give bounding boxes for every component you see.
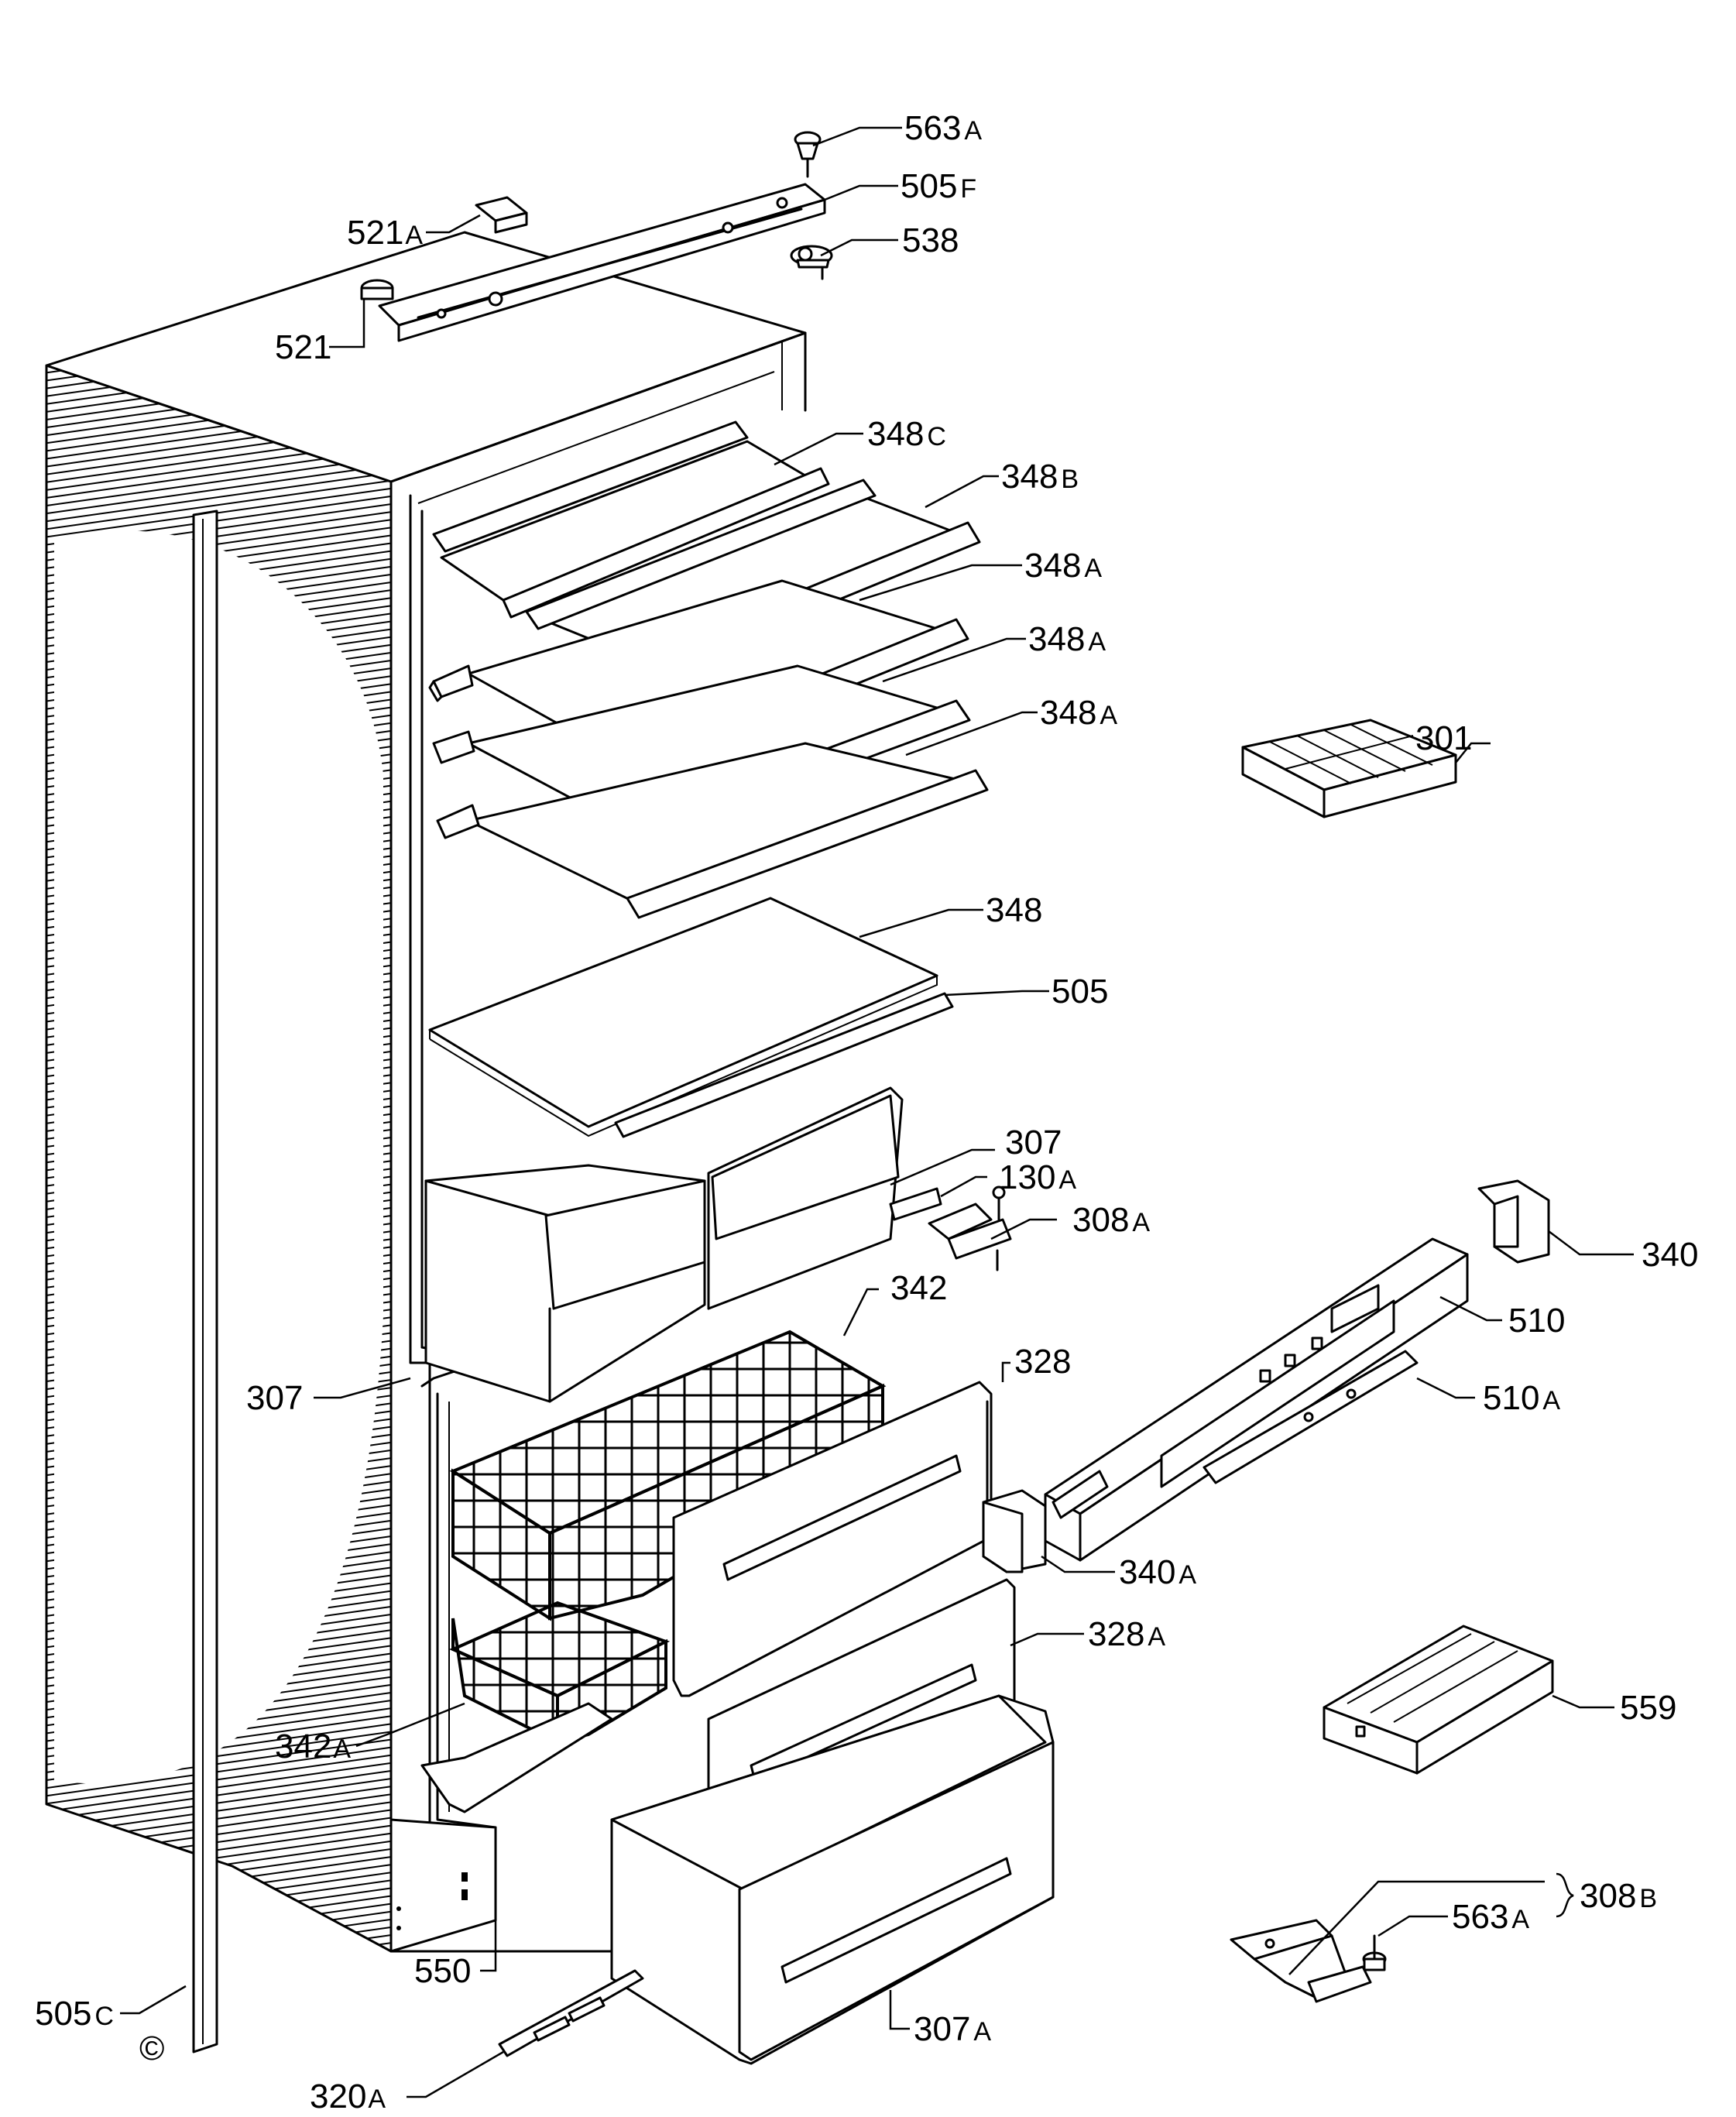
- crisper-drawer-left: [424, 1164, 706, 1403]
- screw-563a-top: [794, 131, 822, 178]
- callout-538: 538: [902, 221, 959, 259]
- callout-301: 301: [1415, 719, 1472, 757]
- callout-521: 521: [275, 328, 331, 366]
- front-trim-505: [614, 992, 954, 1138]
- leader-lines: [120, 126, 1634, 2098]
- cover-cap-521a: [475, 196, 528, 234]
- callout-348: 348: [986, 891, 1042, 929]
- door-seal-strip: [192, 510, 218, 2054]
- ice-cube-tray-301: [1241, 719, 1457, 818]
- callout-328: 328: [1014, 1343, 1071, 1381]
- drawer-front-328: [672, 1381, 993, 1697]
- callout-510: 510: [1508, 1302, 1565, 1340]
- callout-320a: 320A: [310, 2078, 386, 2115]
- cover-cap-521: [360, 279, 394, 300]
- callout-340: 340: [1642, 1236, 1698, 1274]
- wire-basket-342a: [449, 1601, 671, 1745]
- callout-307-left: 307: [246, 1379, 303, 1417]
- control-panel-510: [1044, 1237, 1469, 1562]
- callout-307-right: 307: [1005, 1124, 1062, 1161]
- screw-563a-bottom: [1362, 1934, 1387, 1971]
- callout-342: 342: [890, 1269, 947, 1307]
- end-cap-340a: [982, 1489, 1047, 1573]
- bottom-hinge-308b: [1230, 1919, 1372, 2003]
- copyright-mark: ©: [139, 2030, 164, 2067]
- butter-tray-559: [1323, 1625, 1554, 1775]
- glass-shelf-348a-3: [436, 742, 989, 919]
- hinge-308a: [928, 1185, 1012, 1271]
- crisper-drawer-right: [707, 1086, 904, 1310]
- callout-521a: 521A: [347, 214, 423, 252]
- hinge-rail-320a: [498, 1969, 644, 2057]
- callout-342a: 342A: [275, 1728, 351, 1765]
- callout-559: 559: [1620, 1689, 1676, 1727]
- hinge-plate-130a: [889, 1187, 942, 1221]
- panel-strip-510a: [1203, 1350, 1419, 1484]
- top-rail: [378, 183, 826, 342]
- callout-550: 550: [414, 1952, 471, 1990]
- hinge-pin-538: [790, 245, 833, 280]
- cabinet-body: [45, 231, 807, 1953]
- freezer-drawer-307a: [610, 1694, 1055, 2065]
- glass-plate-348: [428, 897, 938, 1137]
- freezer-flap-550: [420, 1702, 613, 1813]
- glass-shelf-348c: [432, 420, 830, 619]
- callout-505: 505: [1052, 973, 1108, 1010]
- end-cap-340: [1477, 1179, 1550, 1264]
